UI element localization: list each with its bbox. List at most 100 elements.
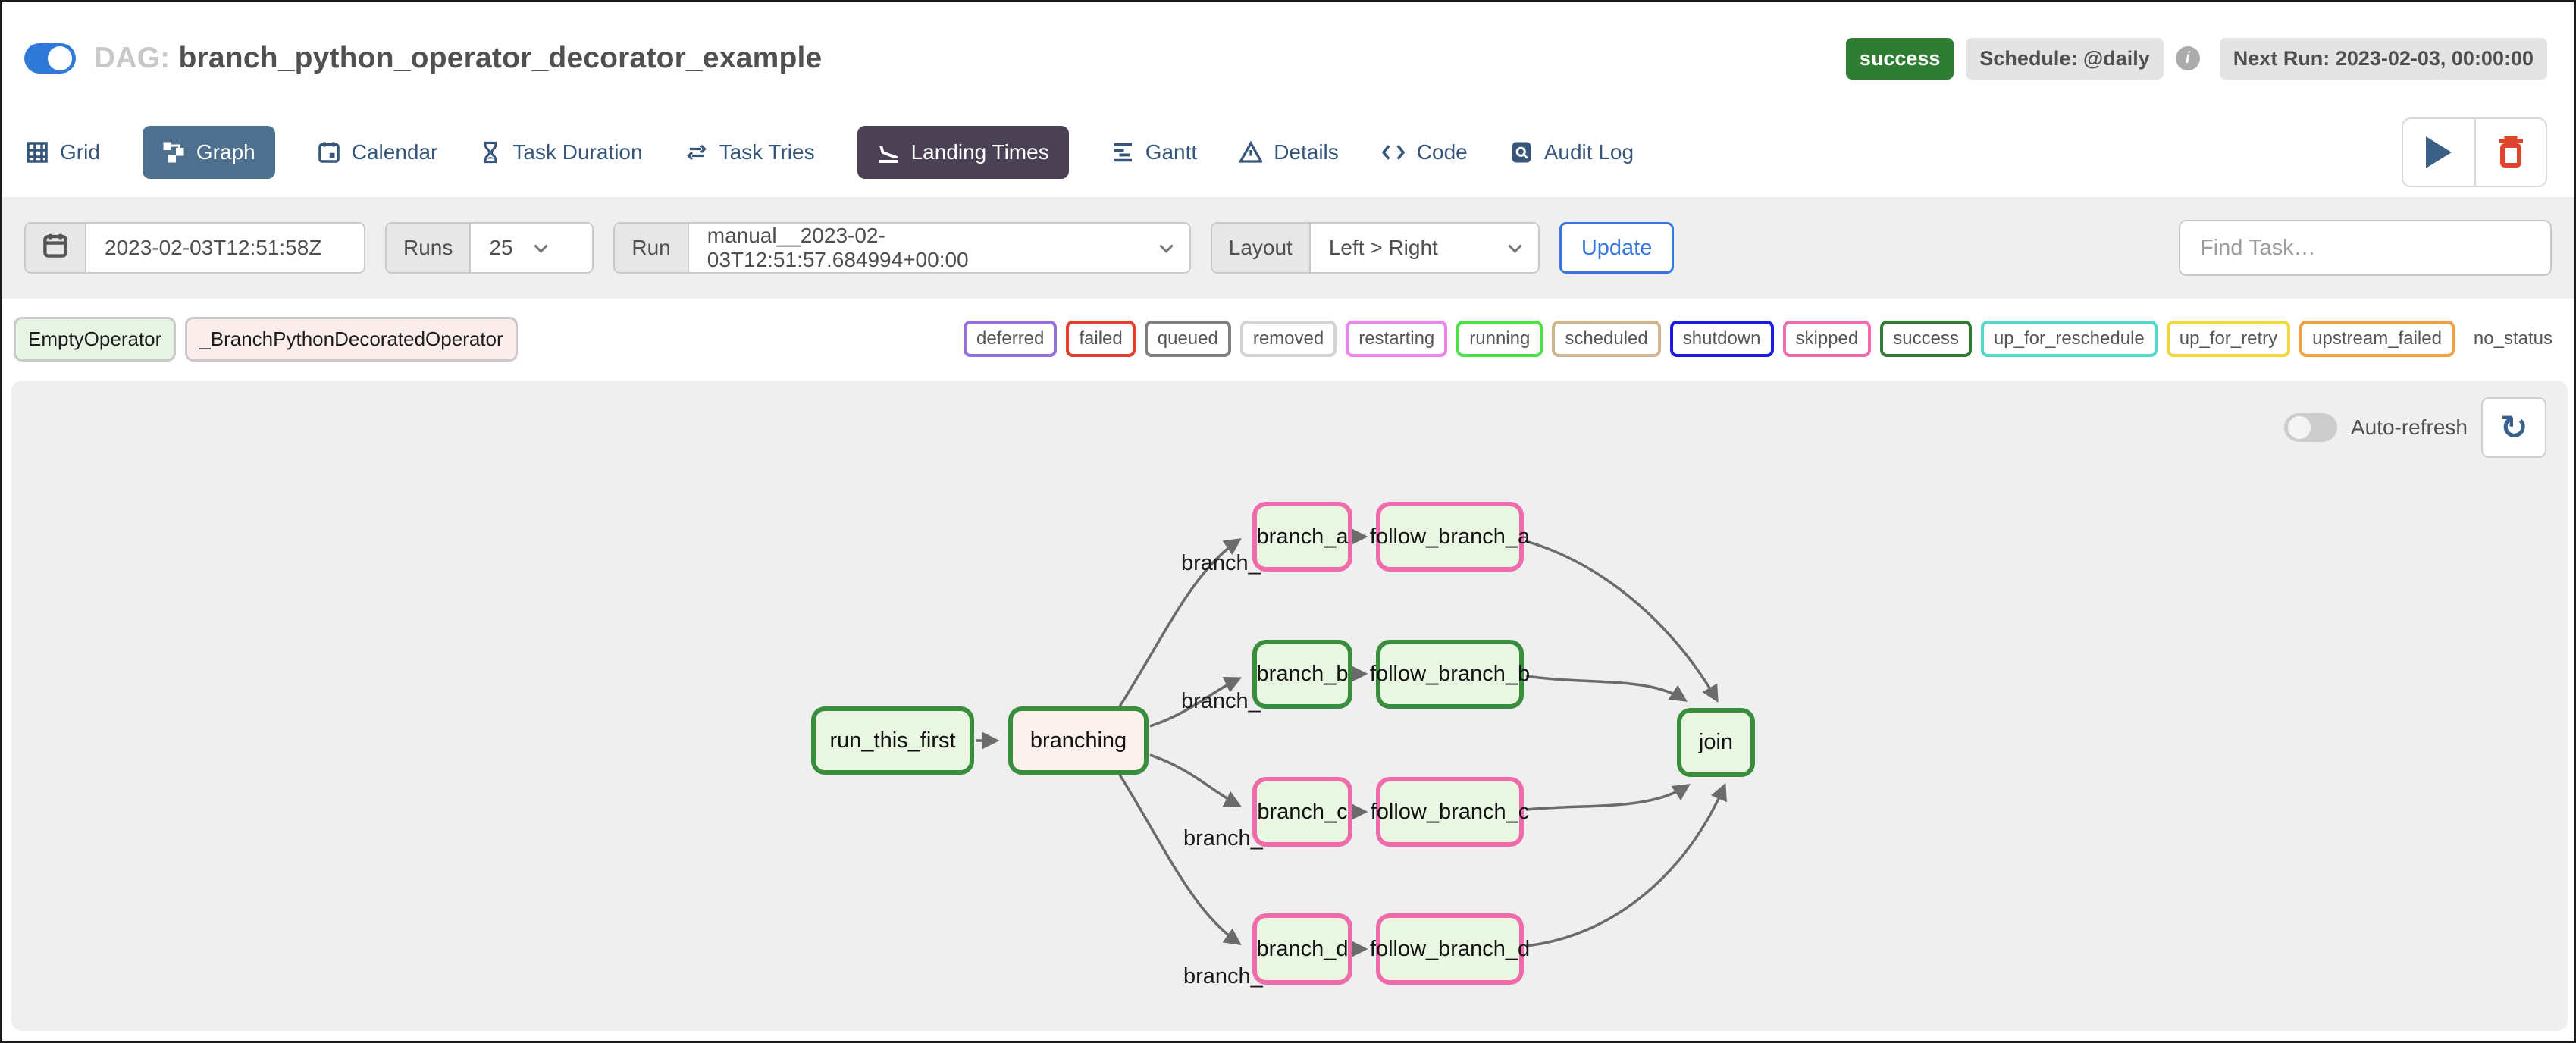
delete-dag-button[interactable] [2474,119,2546,186]
code-icon [1381,141,1406,164]
tab-label: Audit Log [1543,140,1634,164]
tab-task-duration[interactable]: Task Duration [480,140,643,164]
task-node-follow-branch-b[interactable]: follow_branch_b [1370,640,1530,709]
auto-refresh-label: Auto-refresh [2350,415,2468,439]
dag-title-prefix: DAG: [94,42,171,74]
status-badge-failed: failed [1066,321,1136,357]
tab-label: Grid [60,140,100,164]
task-node-follow-branch-a[interactable]: follow_branch_a [1370,502,1530,572]
graph-icon [162,141,185,164]
legend-operator-branch: _BranchPythonDecoratedOperator [185,316,518,362]
run-group: Run manual__2023-02-03T12:51:57.684994+0… [613,222,1191,274]
status-legend: deferred failed queued removed restartin… [963,321,2562,357]
chevron-down-icon [1508,238,1522,253]
status-badge-shutdown: shutdown [1669,321,1774,357]
task-node-join[interactable]: join [1677,708,1755,777]
status-badge-up-for-reschedule: up_for_reschedule [1980,321,2158,357]
dag-edges [976,528,1727,958]
chevron-down-icon [533,238,548,253]
grid-icon [26,141,49,164]
trigger-dag-button[interactable] [2403,119,2474,186]
tab-label: Calendar [351,140,438,164]
status-badge-restarting: restarting [1346,321,1448,357]
hourglass-icon [480,141,501,164]
status-badge-deferred: deferred [963,321,1058,357]
status-badge-skipped: skipped [1782,321,1872,357]
play-icon [2426,136,2452,168]
calendar-icon [318,141,340,164]
calendar-addon [26,224,86,272]
status-badge-scheduled: scheduled [1552,321,1661,357]
task-node-run-this-first[interactable]: run_this_first [811,706,974,775]
trash-icon [2496,135,2526,171]
tab-details[interactable]: Details [1239,140,1339,164]
plane-landing-icon [877,141,900,164]
tab-code[interactable]: Code [1381,140,1468,164]
info-icon[interactable]: i [2175,46,2200,70]
tab-label: Gantt [1145,140,1198,164]
schedule-badge: Schedule: @daily [1966,37,2164,80]
tab-audit-log[interactable]: Audit Log [1510,140,1634,164]
tab-label: Code [1416,140,1468,164]
tab-label: Graph [196,140,255,164]
legend-bar: EmptyOperator _BranchPythonDecoratedOper… [2,299,2574,379]
runs-group: Runs 25 [385,222,594,274]
dag-status-badge: success [1845,37,1954,80]
chevron-down-icon [1159,238,1174,253]
task-node-branch-b[interactable]: branch_b [1252,640,1352,709]
task-node-branching[interactable]: branching [1008,706,1149,775]
details-triangle-icon [1239,141,1263,164]
run-select[interactable]: manual__2023-02-03T12:51:57.684994+00:00 [688,224,1189,272]
status-badge-upstream-failed: upstream_failed [2299,321,2455,357]
refresh-button[interactable]: ↻ [2481,397,2546,458]
audit-log-icon [1510,141,1533,164]
layout-select[interactable]: Left > Right [1310,224,1538,272]
toggle-knob [48,46,72,70]
run-label: Run [615,224,689,272]
base-date-input[interactable]: 2023-02-03T12:51:58Z [86,224,364,272]
view-tabs: Grid Graph Calendar Task Duration Task T… [2,108,2574,197]
status-badge-up-for-retry: up_for_retry [2166,321,2291,357]
refresh-icon: ↻ [2499,408,2528,447]
page-title: DAG: branch_python_operator_decorator_ex… [94,42,822,75]
runs-value: 25 [489,236,513,259]
find-task-input[interactable] [2179,220,2552,276]
status-badge-removed: removed [1239,321,1337,357]
base-date-group: 2023-02-03T12:51:58Z [24,222,365,274]
tab-grid[interactable]: Grid [26,140,100,164]
tab-calendar[interactable]: Calendar [318,140,438,164]
task-node-follow-branch-d[interactable]: follow_branch_d [1370,913,1530,985]
repeat-icon [685,141,708,164]
tab-task-tries[interactable]: Task Tries [685,140,815,164]
dag-pause-toggle[interactable] [24,43,76,74]
dag-graph-canvas: Auto-refresh ↻ run_this_first branching … [11,381,2568,1031]
tab-label: Details [1274,140,1339,164]
graph-filter-bar: 2023-02-03T12:51:58Z Runs 25 Run manual_… [2,197,2574,299]
task-node-follow-branch-c[interactable]: follow_branch_c [1371,777,1529,847]
next-run-badge: Next Run: 2023-02-03, 00:00:00 [2219,37,2547,80]
toggle-knob [2287,416,2311,439]
layout-group: Layout Left > Right [1210,222,1540,274]
dag-actions-group [2402,117,2547,187]
layout-value: Left > Right [1328,236,1438,259]
run-value: manual__2023-02-03T12:51:57.684994+00:00 [707,224,969,271]
task-node-branch-a[interactable]: branch_a [1252,502,1352,572]
runs-select[interactable]: 25 [471,224,593,272]
dag-header: DAG: branch_python_operator_decorator_ex… [2,2,2574,108]
tab-landing-times[interactable]: Landing Times [857,126,1069,179]
layout-label: Layout [1211,224,1311,272]
tab-label: Task Tries [719,140,815,164]
dag-title-name: branch_python_operator_decorator_example [178,42,823,74]
tab-graph[interactable]: Graph [142,126,275,179]
update-button[interactable]: Update [1559,222,1675,274]
status-badge-running: running [1456,321,1543,357]
tab-label: Task Duration [512,140,643,164]
task-node-branch-d[interactable]: branch_d [1252,913,1352,985]
calendar-small-icon [42,232,68,265]
gantt-icon [1111,141,1134,164]
runs-label: Runs [387,224,472,272]
status-badge-success: success [1880,321,1972,357]
tab-gantt[interactable]: Gantt [1111,140,1197,164]
auto-refresh-toggle[interactable] [2283,413,2337,442]
task-node-branch-c[interactable]: branch_c [1252,777,1352,847]
